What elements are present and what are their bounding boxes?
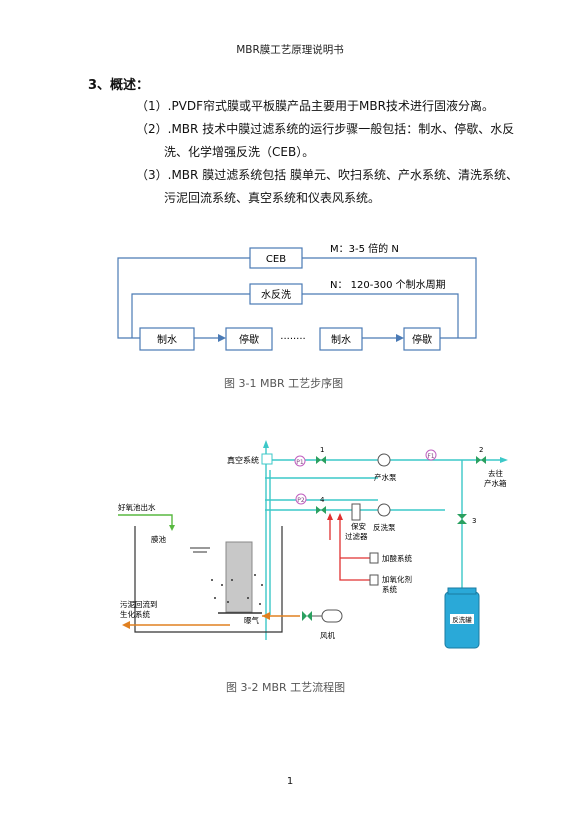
page-number: 1 xyxy=(286,776,294,787)
membrane-tank xyxy=(134,526,283,633)
blower-label: 风机 xyxy=(320,630,335,640)
filter-label-2: 过滤器 xyxy=(345,531,368,541)
valve-3 xyxy=(457,514,467,524)
overview-item-2-cont: 洗、化学增强反洗（CEB）。 xyxy=(164,145,315,159)
valve-1 xyxy=(316,456,326,464)
produce-pump-label: 产水泵 xyxy=(374,472,397,482)
sludge-label-1: 污泥回流到 xyxy=(120,599,158,609)
process-flow-diagram: 真空系统 P1 P2 F1 1 2 4 3 产水泵 反洗泵 去往 产水箱 好氧池… xyxy=(118,440,508,649)
pause-label-1: 停歇 xyxy=(239,333,259,346)
overview-item-3: （3）.MBR 膜过滤系统包括 膜单元、吹扫系统、产水系统、清洗系统、 xyxy=(136,168,519,182)
backwash-pump-icon xyxy=(377,503,391,517)
overview-item-2: （2）.MBR 技术中膜过滤系统的运行步骤一般包括：制水、停歇、水反 xyxy=(136,122,515,136)
m-note: M：3-5 倍的 N xyxy=(330,242,399,255)
f1-gauge xyxy=(425,449,437,461)
backwash-tank-label: 反洗罐 xyxy=(452,615,472,624)
ceb-box xyxy=(249,247,303,269)
produce-label-1: 制水 xyxy=(157,333,177,346)
produce-box-1 xyxy=(139,327,195,351)
backwash-box xyxy=(249,283,303,305)
n-note: N： 120-300 个制水周期 xyxy=(330,278,446,291)
svg-text:P1: P1 xyxy=(296,459,304,466)
to-tank-label-1: 去往 xyxy=(488,468,503,478)
svg-text:3: 3 xyxy=(472,517,476,525)
svg-text:2: 2 xyxy=(479,446,483,454)
produce-box-2 xyxy=(319,327,363,351)
valve-2 xyxy=(476,456,486,464)
ellipsis-dots: ········ xyxy=(280,334,305,345)
sludge-label-2: 生化系统 xyxy=(120,609,150,619)
produce-pump-icon xyxy=(377,453,391,467)
oxidant-label-1: 加氧化剂 xyxy=(382,574,412,584)
vacuum-box xyxy=(261,453,273,465)
overview-item-3-cont: 污泥回流系统、真空系统和仪表风系统。 xyxy=(164,191,381,205)
page-header: MBR膜工艺原理说明书 xyxy=(236,44,344,56)
svg-text:P2: P2 xyxy=(297,497,305,504)
membrane-tank-label: 膜池 xyxy=(151,534,166,544)
vacuum-label: 真空系统 xyxy=(227,455,259,465)
pause-box-1 xyxy=(225,327,273,351)
backwash-label: 水反洗 xyxy=(261,289,291,301)
backwash-pump-label: 反洗泵 xyxy=(373,522,396,532)
acid-label: 加酸系统 xyxy=(382,553,412,563)
p2-gauge xyxy=(295,493,307,505)
produce-label-2: 制水 xyxy=(331,333,351,346)
pause-box-2 xyxy=(403,327,441,351)
membrane-module xyxy=(225,541,253,613)
aeration-label: 曝气 xyxy=(244,615,259,625)
figure-2-caption: 图 3-2 MBR 工艺流程图 xyxy=(226,681,346,694)
svg-text:4: 4 xyxy=(320,496,325,504)
figure-1-caption: 图 3-1 MBR 工艺步序图 xyxy=(224,377,344,390)
oxidant-label-2: 系统 xyxy=(382,584,397,594)
pause-label-2: 停歇 xyxy=(412,333,432,346)
process-step-diagram: CEB 水反洗 M：3-5 倍的 N N： 120-300 个制水周期 制水 停… xyxy=(117,242,477,351)
overview-item-1: （1）.PVDF帘式膜或平板膜产品主要用于MBR技术进行固液分离。 xyxy=(136,99,494,113)
p1-gauge xyxy=(294,455,306,467)
safety-filter-icon xyxy=(351,503,361,521)
section-title: 3、概述： xyxy=(88,78,150,93)
ceb-label: CEB xyxy=(266,254,286,265)
svg-text:F1: F1 xyxy=(427,453,434,460)
aerobic-inlet-label: 好氧池出水 xyxy=(118,502,156,512)
filter-label-1: 保安 xyxy=(351,521,366,531)
svg-text:1: 1 xyxy=(320,446,324,454)
blower-icon xyxy=(321,609,343,623)
valve-4 xyxy=(316,506,326,514)
to-tank-label-2: 产水箱 xyxy=(484,478,507,488)
